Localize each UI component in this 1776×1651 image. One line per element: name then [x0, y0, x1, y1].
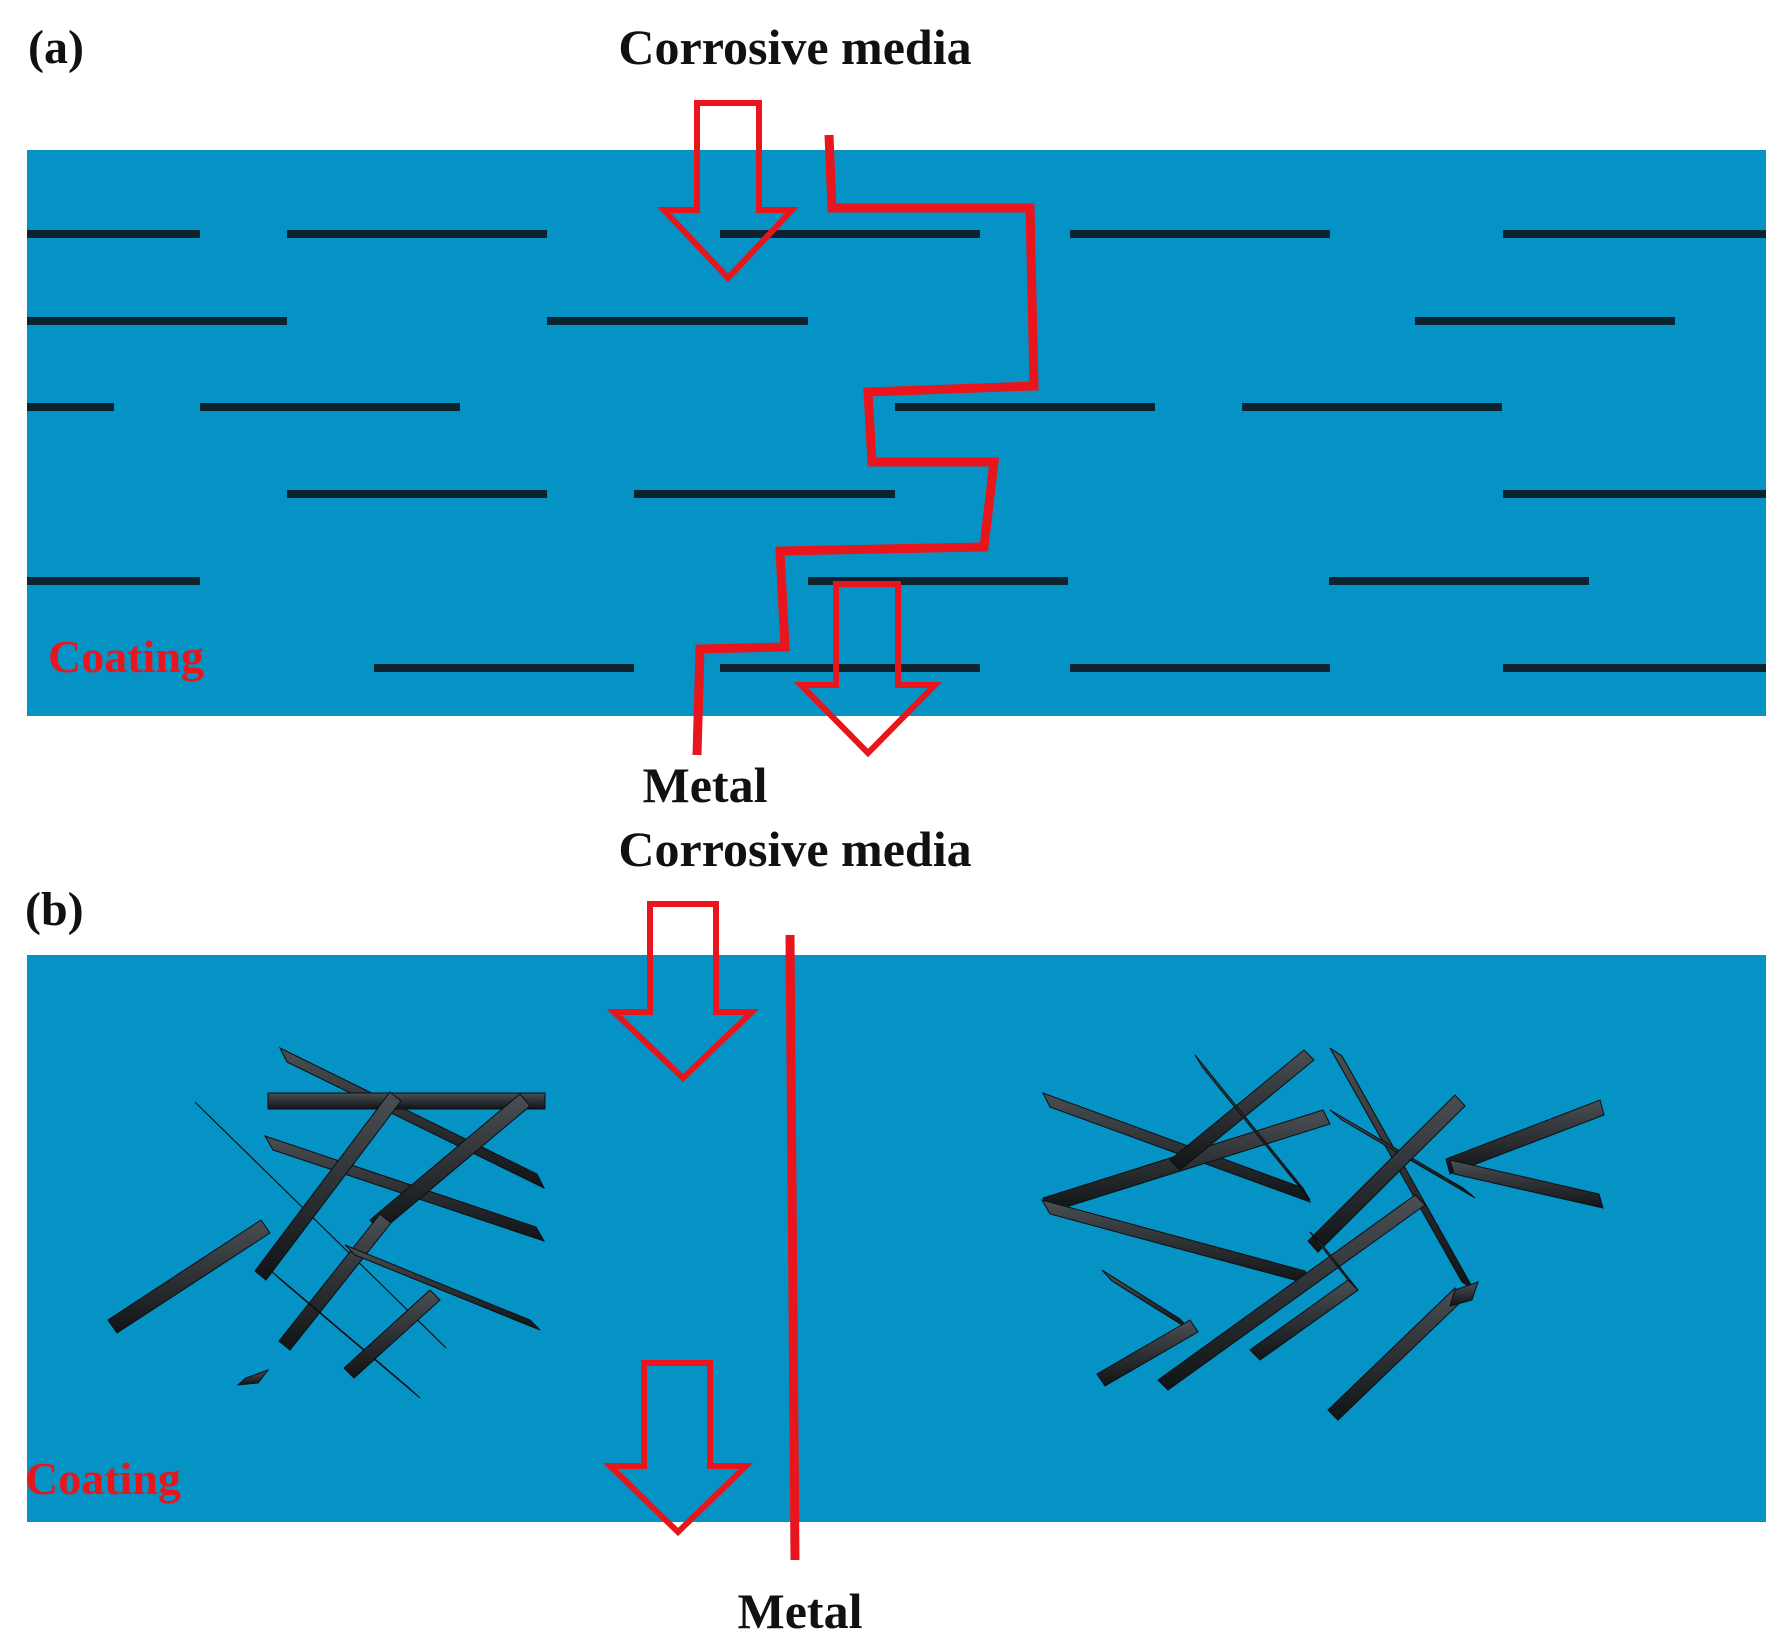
- panel-a-metal-label: Metal: [643, 757, 768, 813]
- rod: [1157, 1194, 1426, 1391]
- panel-b-straight-diffusion-path: [785, 934, 800, 1561]
- rod: [1307, 1094, 1466, 1253]
- rod: [1445, 1099, 1605, 1175]
- rod: [1449, 1281, 1479, 1307]
- panel-b: Corrosive media (b): [25, 821, 1766, 1639]
- rod: [1096, 1319, 1199, 1387]
- panel-a-label: (a): [28, 21, 84, 74]
- rod: [344, 1244, 541, 1331]
- panel-a: (a) Corrosive media: [27, 19, 1766, 813]
- panel-a-tortuous-diffusion-path: [692, 134, 1039, 756]
- rod: [1169, 1049, 1315, 1171]
- rod: [1449, 1159, 1604, 1209]
- rod: [278, 1213, 392, 1351]
- rod: [254, 1091, 402, 1281]
- rod: [267, 1092, 546, 1110]
- panel-b-label: (b): [25, 883, 84, 936]
- panel-b-coating-label: Coating: [25, 1453, 181, 1504]
- panel-b-corrosive-media-label: Corrosive media: [618, 821, 971, 877]
- panel-b-inward-arrow-bottom: [602, 1360, 754, 1537]
- rod: [343, 1289, 441, 1379]
- rod: [263, 1135, 546, 1242]
- panel-a-coating-label: Coating: [48, 631, 204, 682]
- rod: [269, 1269, 421, 1399]
- panel-b-rod-cluster-right: [1040, 1047, 1605, 1421]
- rod: [1194, 1054, 1311, 1201]
- rod: [1309, 1231, 1359, 1291]
- panel-b-rod-cluster-left: [107, 1046, 546, 1399]
- panel-b-inward-arrow-top: [606, 901, 760, 1083]
- panel-a-flake-lines: [27, 230, 1766, 672]
- panel-a-inward-arrow-bottom: [793, 581, 943, 758]
- rod: [278, 1046, 546, 1190]
- panel-a-corrosive-media-label: Corrosive media: [618, 19, 971, 75]
- panel-b-metal-label: Metal: [738, 1583, 863, 1639]
- panel-a-inward-arrow-top: [657, 100, 799, 283]
- panel-b-coating-layer: [27, 955, 1766, 1522]
- rod: [107, 1219, 271, 1334]
- rod: [236, 1368, 270, 1386]
